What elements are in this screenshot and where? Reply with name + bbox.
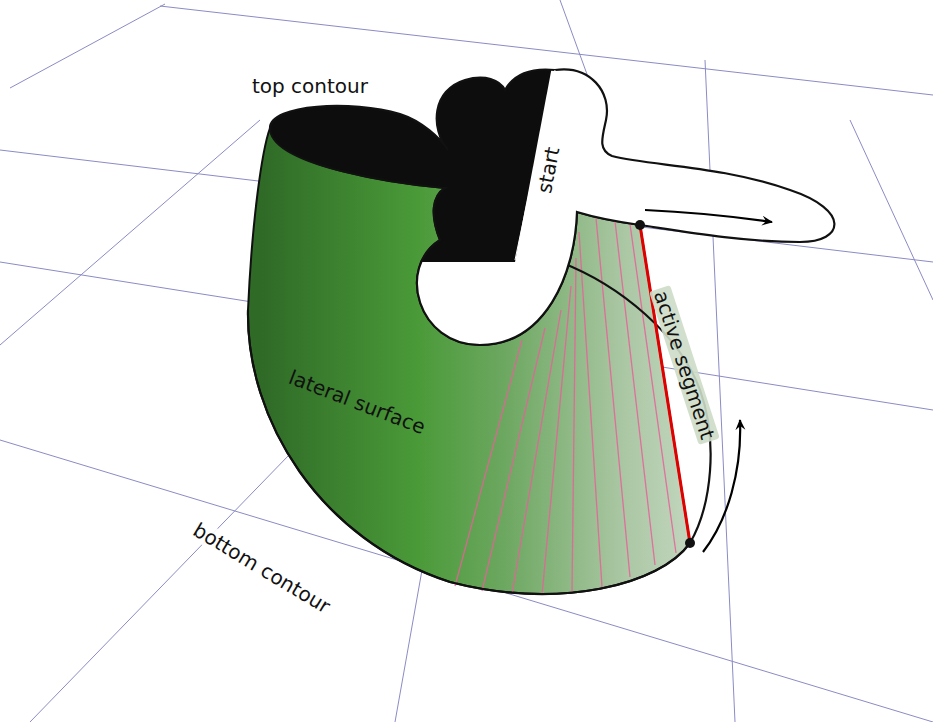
top-contour-white [270, 69, 834, 345]
contour-label: bottom contour [187, 517, 337, 619]
direction-arrow [645, 210, 772, 222]
contour-label: top contour [249, 75, 371, 97]
grid-line [850, 120, 933, 300]
ruling-line [630, 224, 676, 553]
ruling-line [572, 258, 576, 592]
top-contour-outline [270, 69, 834, 345]
grid-line [10, 4, 165, 88]
ruling-line [579, 232, 602, 587]
ruling-line [596, 218, 630, 577]
grid-line [705, 60, 735, 722]
segment-end-dot [635, 220, 645, 230]
ruling-line [512, 310, 561, 594]
segment-end-dot [685, 538, 695, 548]
segment-label: active segment [649, 285, 720, 445]
surface-label: lateral surface [283, 365, 431, 439]
start-label: start [532, 142, 564, 198]
ruling-line [455, 340, 522, 586]
ruling-line [542, 286, 571, 595]
grid-line [0, 120, 260, 345]
top-contour-black [270, 69, 834, 345]
